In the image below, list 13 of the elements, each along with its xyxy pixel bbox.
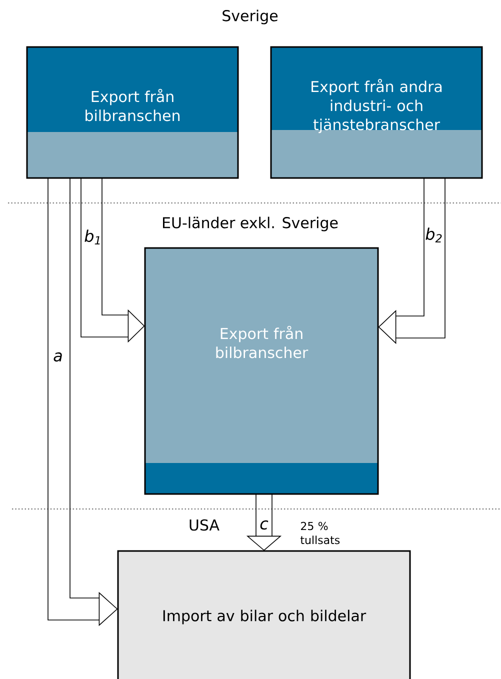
process-box: Export från andra industri- och tjänstebranscher (270, 46, 483, 179)
edge-label: a (54, 352, 62, 362)
note: 25 % tullsats (300, 522, 340, 544)
region-label: USA (190, 519, 220, 531)
edge-label: b$_{2}$ (426, 228, 442, 242)
process-box: Import av bilar och bildelar (117, 550, 411, 679)
arrow (378, 178, 446, 344)
edge-label: c (260, 520, 268, 530)
process-box: Export från bilbranschen (26, 46, 239, 179)
region-label: EU-länder exkl. Sverige (163, 216, 338, 232)
edge-label: b$_{1}$ (84, 230, 100, 244)
process-box: Export från bilbranscher (144, 247, 379, 495)
region-label: Sverige (222, 10, 278, 24)
